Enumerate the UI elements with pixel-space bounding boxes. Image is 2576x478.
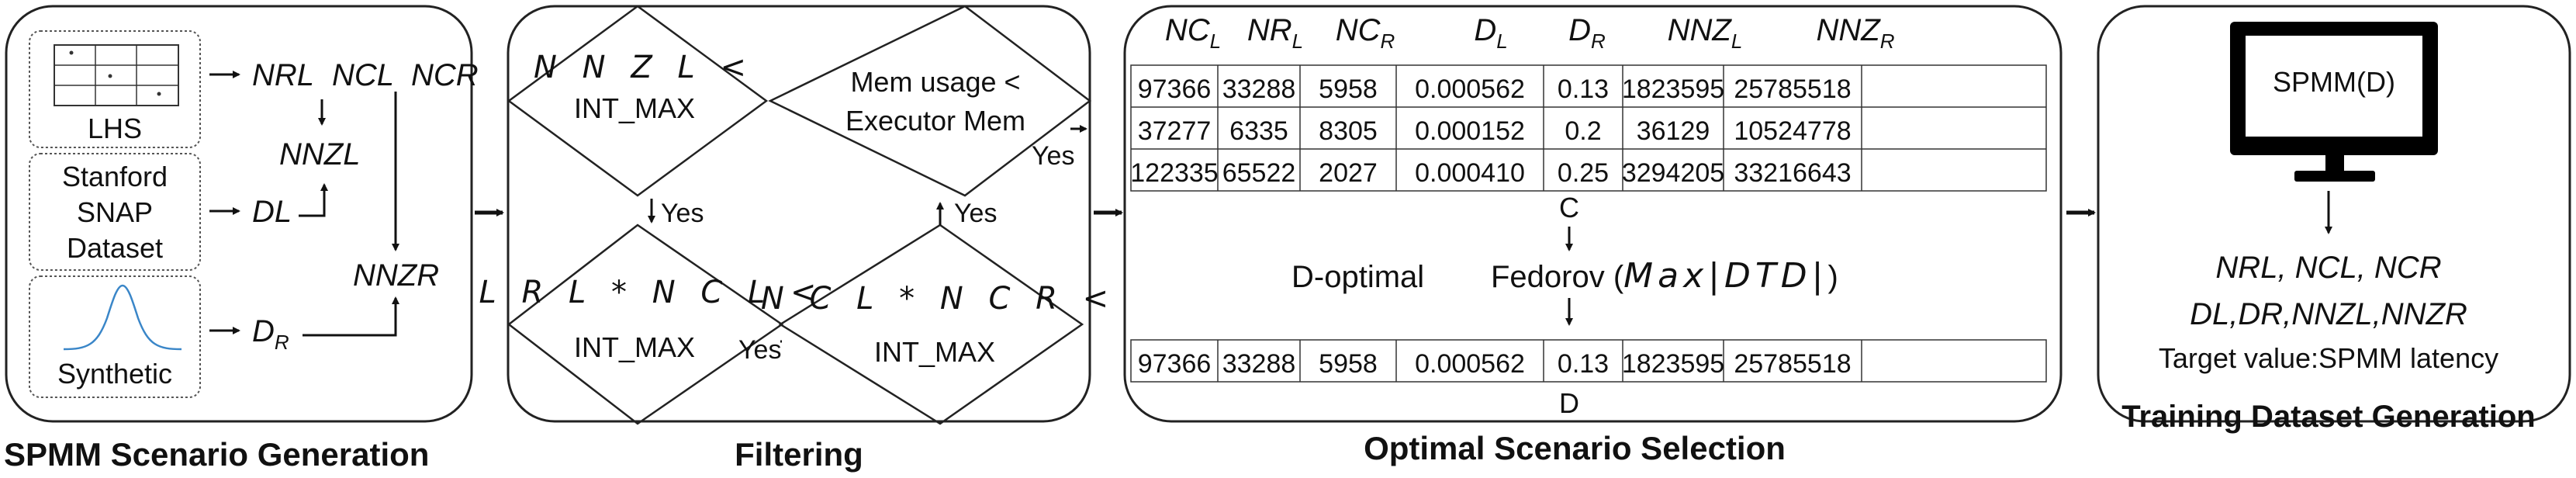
table-cell: 97366 (1138, 349, 1212, 379)
table-cell: 0.000410 (1415, 158, 1525, 188)
param-ncr: NCR (411, 58, 479, 92)
param-dr: DR (252, 314, 289, 354)
table-cell: 3294205 (1622, 158, 1724, 188)
yes-label-4: Yes (954, 199, 997, 228)
table-cell: 25785518 (1734, 349, 1851, 379)
table-header-6: NNZL (1668, 13, 1743, 53)
param-nnzr: NNZR (353, 258, 439, 293)
table-d-label: D (1559, 387, 1579, 419)
condition-diamond-2 (768, 5, 1092, 197)
snap-label-line2: SNAP (77, 196, 153, 228)
condition-diamond-4 (778, 223, 1084, 425)
monitor-text: SPMM(D) (2273, 66, 2395, 98)
condition-2-line2: Executor Mem (845, 105, 1025, 137)
grid-icon (54, 44, 179, 106)
bell-curve-icon (63, 284, 182, 351)
yes-label-1: Yes (661, 199, 704, 228)
table-cell: 33216643 (1734, 158, 1851, 188)
panel-optimal-selection: NCL NRL NCR DL DR NNZL NNZR 97366 33288 5958 0.00… (1123, 5, 2063, 466)
panel-frame (2097, 5, 2571, 423)
table-d-border (1130, 339, 2047, 383)
features-line2: DL,DR,NNZL,NNZR (2190, 297, 2467, 331)
table-cell: 65522 (1222, 158, 1296, 188)
scenario-table-d: 97366 33288 5958 0.000562 0.13 1823595 2578551… (1130, 339, 2047, 383)
panel-frame (507, 5, 1091, 423)
condition-4-line2: INT_MAX (874, 336, 995, 368)
table-cell: 0.000562 (1415, 349, 1525, 379)
table-cell: 5958 (1319, 74, 1378, 104)
monitor-icon (2230, 22, 2438, 182)
condition-1-line1: N N Z L < (534, 50, 754, 85)
table-cell: 33288 (1222, 74, 1296, 104)
table-row: 37277 6335 8305 0.000152 0.2 36129 10524778 (1138, 116, 1852, 146)
table-cell: 0.000152 (1415, 116, 1525, 146)
scenario-table-c: 97366 33288 5958 0.000562 0.13 1823595 2578551… (1130, 64, 2047, 192)
param-ncl: NCL (332, 58, 394, 92)
table-cell: 1823595 (1622, 349, 1724, 379)
table-cell: 0.000562 (1415, 74, 1525, 104)
table-cell: 37277 (1138, 116, 1212, 146)
table-cell: 36129 (1637, 116, 1710, 146)
snap-source: Stanford SNAP Dataset (29, 153, 201, 271)
table-cell: 2027 (1319, 158, 1378, 188)
table-header-7: NNZR (1817, 13, 1895, 53)
table-cell: 5958 (1319, 349, 1378, 379)
table-cell: 6335 (1229, 116, 1288, 146)
panel-frame (1123, 5, 2063, 423)
table-cell: 0.13 (1558, 74, 1609, 104)
param-nrl: NRL (252, 58, 314, 92)
yes-label-3: Yes (738, 335, 781, 365)
panel-frame (5, 5, 473, 423)
synthetic-label: Synthetic (57, 358, 172, 390)
condition-diamond-1 (507, 5, 769, 197)
panel-filtering: N N Z L < INT_MAX Mem usage < Executor M… (479, 5, 1116, 473)
table-cell: 8305 (1319, 116, 1378, 146)
condition-3-line1: L R L * N C L < (479, 275, 824, 310)
table-c-border (1130, 64, 2047, 192)
table-cell: 122335 (1130, 158, 1218, 188)
condition-3-line2: INT_MAX (574, 331, 695, 363)
table-header-3: NCR (1336, 13, 1395, 53)
condition-4-line1: N C L * N C R < (761, 281, 1116, 317)
condition-1-line2: INT_MAX (574, 92, 695, 124)
d-optimal-label: D-optimal (1291, 260, 1424, 294)
table-headers: NCL NRL NCR DL DR NNZL NNZR (1165, 13, 1895, 53)
table-cell: 0.2 (1565, 116, 1601, 146)
features-line1: NRL, NCL, NCR (2215, 251, 2441, 285)
panel-scenario-generation: LHS Stanford SNAP Dataset Synthetic NRL … (4, 5, 479, 473)
table-cell: 0.13 (1558, 349, 1609, 379)
fedorov-label: Fedorov (Max|DTD|) (1491, 256, 1838, 296)
table-header-5: DR (1568, 13, 1606, 53)
param-nnzl: NNZL (279, 137, 360, 171)
lhs-source: LHS (29, 30, 201, 148)
condition-2-line1: Mem usage < (850, 66, 1020, 98)
table-header-1: NCL (1165, 13, 1221, 53)
table-cell: 1823595 (1622, 74, 1724, 104)
panel-title: Optimal Scenario Selection (1364, 430, 1786, 466)
lhs-label: LHS (88, 113, 142, 144)
table-header-4: DL (1474, 13, 1507, 53)
panel-title: Filtering (735, 436, 863, 473)
synthetic-source: Synthetic (29, 275, 201, 398)
param-dl: DL (252, 195, 292, 229)
table-cell: 33288 (1222, 349, 1296, 379)
table-cell: 97366 (1138, 74, 1212, 104)
yes-label-2: Yes (1032, 141, 1074, 171)
panel-title: Training Dataset Generation (2121, 400, 2535, 434)
table-cell: 10524778 (1734, 116, 1851, 146)
table-header-2: NRL (1247, 13, 1303, 53)
snap-label-line1: Stanford (62, 161, 168, 192)
table-row: 97366 33288 5958 0.000562 0.13 1823595 2578551… (1138, 349, 1852, 379)
table-c-label: C (1559, 192, 1579, 223)
table-cell: 0.25 (1558, 158, 1609, 188)
table-cell: 25785518 (1734, 74, 1851, 104)
panel-training-generation: SPMM(D) NRL, NCL, NCR DL,DR,NNZL,NNZR Ta… (2097, 5, 2571, 434)
condition-diamond-3 (507, 223, 784, 425)
target-value: Target value:SPMM latency (2159, 342, 2498, 374)
panel-title: SPMM Scenario Generation (4, 436, 429, 473)
snap-label-line3: Dataset (67, 232, 163, 264)
table-row: 97366 33288 5958 0.000562 0.13 1823595 2578551… (1138, 74, 1852, 104)
